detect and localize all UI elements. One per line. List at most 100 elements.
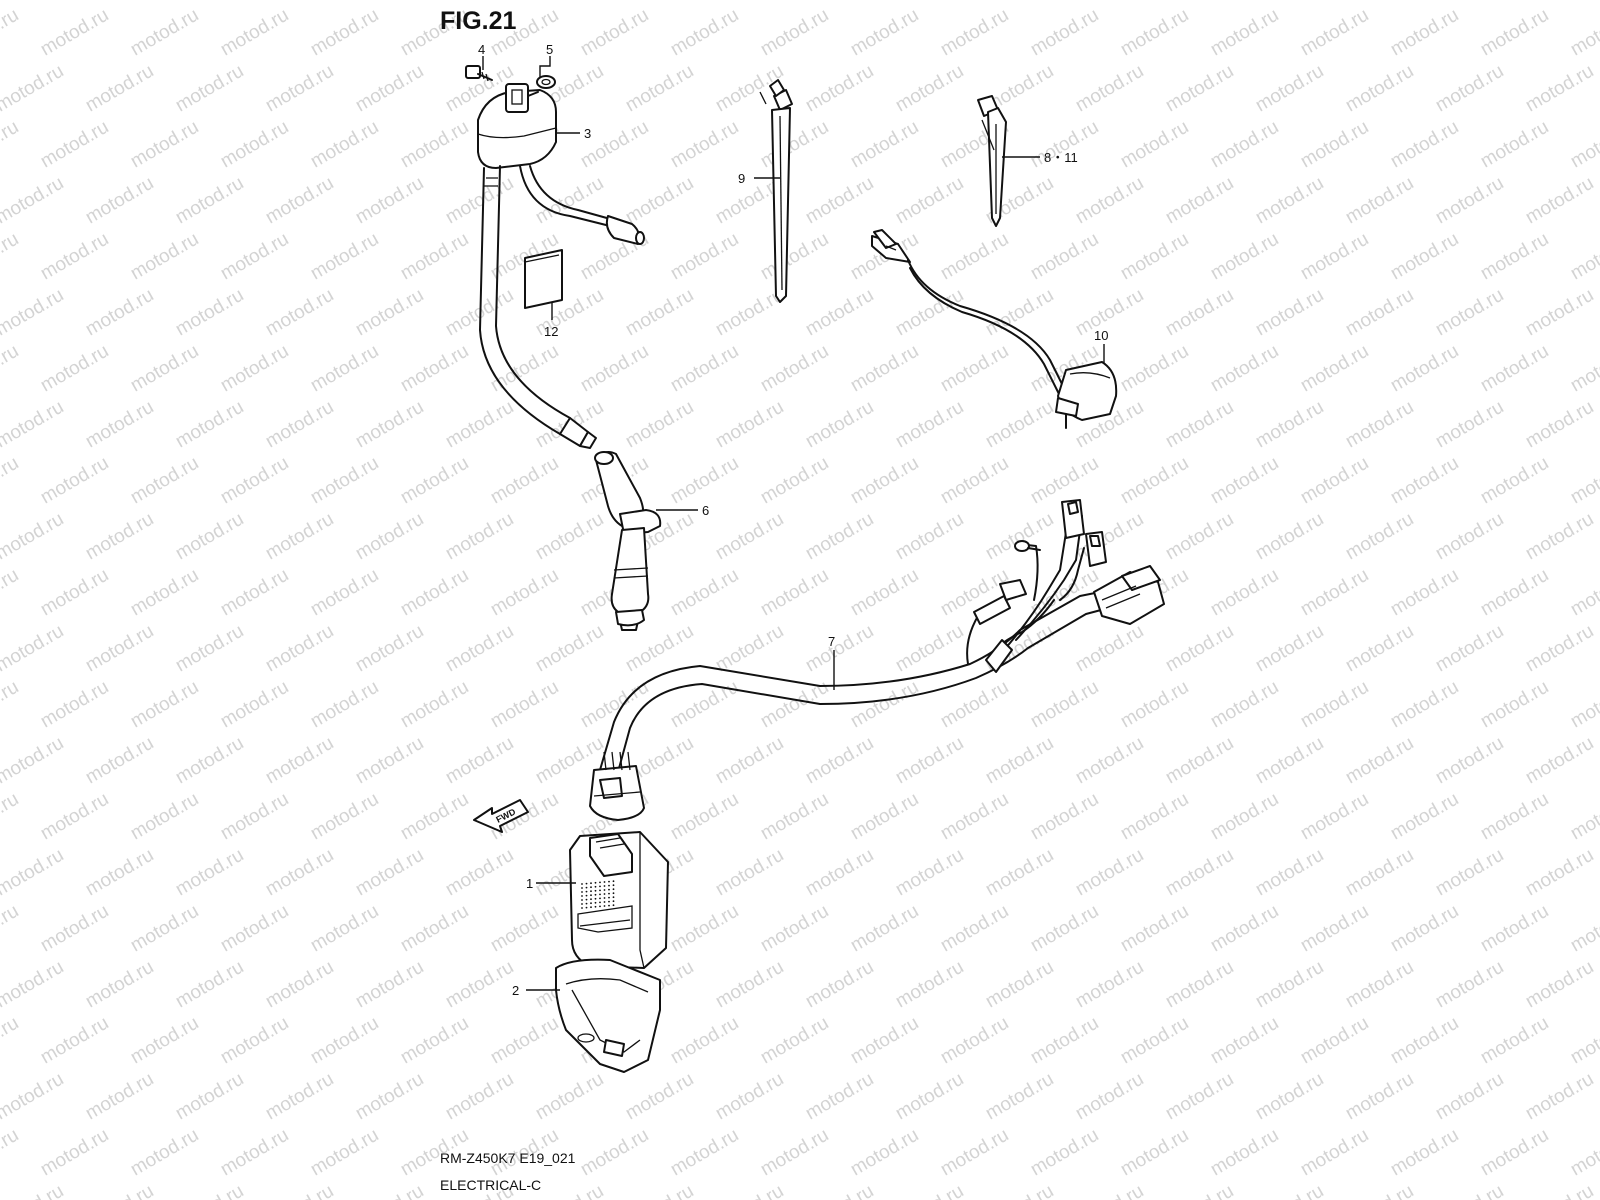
- watermark-text: motod.ru: [802, 1069, 877, 1125]
- watermark-text: motod.ru: [1207, 565, 1282, 621]
- watermark-text: motod.ru: [1567, 453, 1600, 509]
- watermark-text: motod.ru: [892, 733, 967, 789]
- watermark-text: motod.ru: [37, 789, 112, 845]
- watermark-text: motod.ru: [262, 173, 337, 229]
- watermark-text: motod.ru: [1162, 509, 1237, 565]
- vent-dot: [608, 904, 610, 907]
- watermark-text: motod.ru: [262, 1069, 337, 1125]
- watermark-text: motod.ru: [847, 789, 922, 845]
- vent-dot: [599, 889, 601, 892]
- vent-dot: [608, 880, 610, 883]
- watermark-text: motod.ru: [397, 1013, 472, 1069]
- watermark-text: motod.ru: [1027, 5, 1102, 61]
- watermark-text: motod.ru: [1477, 5, 1552, 61]
- watermark-text: motod.ru: [1387, 453, 1462, 509]
- watermark-text: motod.ru: [577, 1125, 652, 1181]
- watermark-text: motod.ru: [172, 845, 247, 901]
- vent-dot: [608, 888, 610, 891]
- watermark-text: motod.ru: [1477, 901, 1552, 957]
- watermark-text: motod.ru: [1027, 453, 1102, 509]
- watermark-text: motod.ru: [1162, 173, 1237, 229]
- watermark-text: motod.ru: [0, 1013, 22, 1069]
- watermark-text: motod.ru: [892, 0, 967, 4]
- watermark-text: motod.ru: [487, 341, 562, 397]
- watermark-text: motod.ru: [1477, 453, 1552, 509]
- watermark-text: motod.ru: [1117, 341, 1192, 397]
- callout-3: 3: [584, 126, 591, 141]
- vent-dot: [612, 896, 615, 899]
- watermark-text: motod.ru: [1522, 173, 1597, 229]
- watermark-text: motod.ru: [262, 0, 337, 4]
- watermark-text: motod.ru: [1342, 733, 1417, 789]
- watermark-text: motod.ru: [217, 901, 292, 957]
- watermark-text: motod.ru: [1117, 1013, 1192, 1069]
- watermark-text: motod.ru: [397, 565, 472, 621]
- watermark-text: motod.ru: [442, 845, 517, 901]
- vent-dot: [590, 886, 592, 889]
- watermark-text: motod.ru: [172, 509, 247, 565]
- watermark-text: motod.ru: [622, 285, 697, 341]
- watermark-text: motod.ru: [1072, 173, 1147, 229]
- watermark-text: motod.ru: [352, 397, 427, 453]
- watermark-text: motod.ru: [1387, 5, 1462, 61]
- watermark-text: motod.ru: [622, 397, 697, 453]
- watermark-text: motod.ru: [0, 733, 67, 789]
- watermark-text: motod.ru: [757, 1125, 832, 1181]
- watermark-text: motod.ru: [0, 1069, 67, 1125]
- watermark-text: motod.ru: [1297, 453, 1372, 509]
- watermark-text: motod.ru: [0, 677, 22, 733]
- watermark-text: motod.ru: [1522, 509, 1597, 565]
- watermark-text: motod.ru: [802, 0, 877, 4]
- watermark-text: motod.ru: [1567, 1125, 1600, 1181]
- watermark-text: motod.ru: [352, 733, 427, 789]
- vent-dot: [585, 898, 588, 901]
- watermark-text: motod.ru: [1207, 1125, 1282, 1181]
- watermark-text: motod.ru: [892, 173, 967, 229]
- watermark-text: motod.ru: [0, 229, 22, 285]
- watermark-text: motod.ru: [982, 845, 1057, 901]
- vent-dot: [581, 887, 583, 889]
- watermark-text: motod.ru: [1387, 1125, 1462, 1181]
- watermark-text: motod.ru: [622, 61, 697, 117]
- watermark-text: motod.ru: [82, 397, 157, 453]
- coil-connector: [605, 215, 645, 245]
- cable-tie-part-8-11: [977, 95, 1007, 227]
- watermark-text: motod.ru: [397, 789, 472, 845]
- watermark-text: motod.ru: [262, 285, 337, 341]
- watermark-text: motod.ru: [892, 845, 967, 901]
- callout-2: 2: [512, 983, 519, 998]
- watermark-text: motod.ru: [1477, 229, 1552, 285]
- watermark-text: motod.ru: [1252, 845, 1327, 901]
- watermark-text: motod.ru: [442, 1069, 517, 1125]
- harness-connector-top: [1061, 499, 1085, 539]
- callout-9: 9: [738, 171, 745, 186]
- watermark-text: motod.ru: [757, 789, 832, 845]
- watermark-text: motod.ru: [352, 0, 427, 4]
- watermark-text: motod.ru: [37, 1125, 112, 1181]
- watermark-text: motod.ru: [1252, 733, 1327, 789]
- watermark-text: motod.ru: [622, 1181, 697, 1200]
- watermark-text: motod.ru: [262, 397, 337, 453]
- watermark-text: motod.ru: [937, 5, 1012, 61]
- harness-connector-main: [1093, 565, 1165, 625]
- watermark-text: motod.ru: [397, 453, 472, 509]
- watermark-text: motod.ru: [217, 453, 292, 509]
- watermark-text: motod.ru: [1117, 789, 1192, 845]
- watermark-text: motod.ru: [217, 5, 292, 61]
- watermark-text: motod.ru: [37, 341, 112, 397]
- watermark-text: motod.ru: [1027, 229, 1102, 285]
- watermark-text: motod.ru: [1297, 117, 1372, 173]
- watermark-text: motod.ru: [82, 733, 157, 789]
- watermark-text: motod.ru: [217, 565, 292, 621]
- watermark-text: motod.ru: [0, 61, 67, 117]
- watermark-text: motod.ru: [532, 509, 607, 565]
- watermark-text: motod.ru: [442, 173, 517, 229]
- watermark-text: motod.ru: [1207, 789, 1282, 845]
- watermark-text: motod.ru: [1387, 677, 1462, 733]
- vent-dot: [585, 890, 588, 893]
- watermark-text: motod.ru: [1297, 229, 1372, 285]
- vent-dot: [599, 901, 601, 904]
- watermark-text: motod.ru: [712, 0, 787, 4]
- vent-dot: [603, 881, 606, 883]
